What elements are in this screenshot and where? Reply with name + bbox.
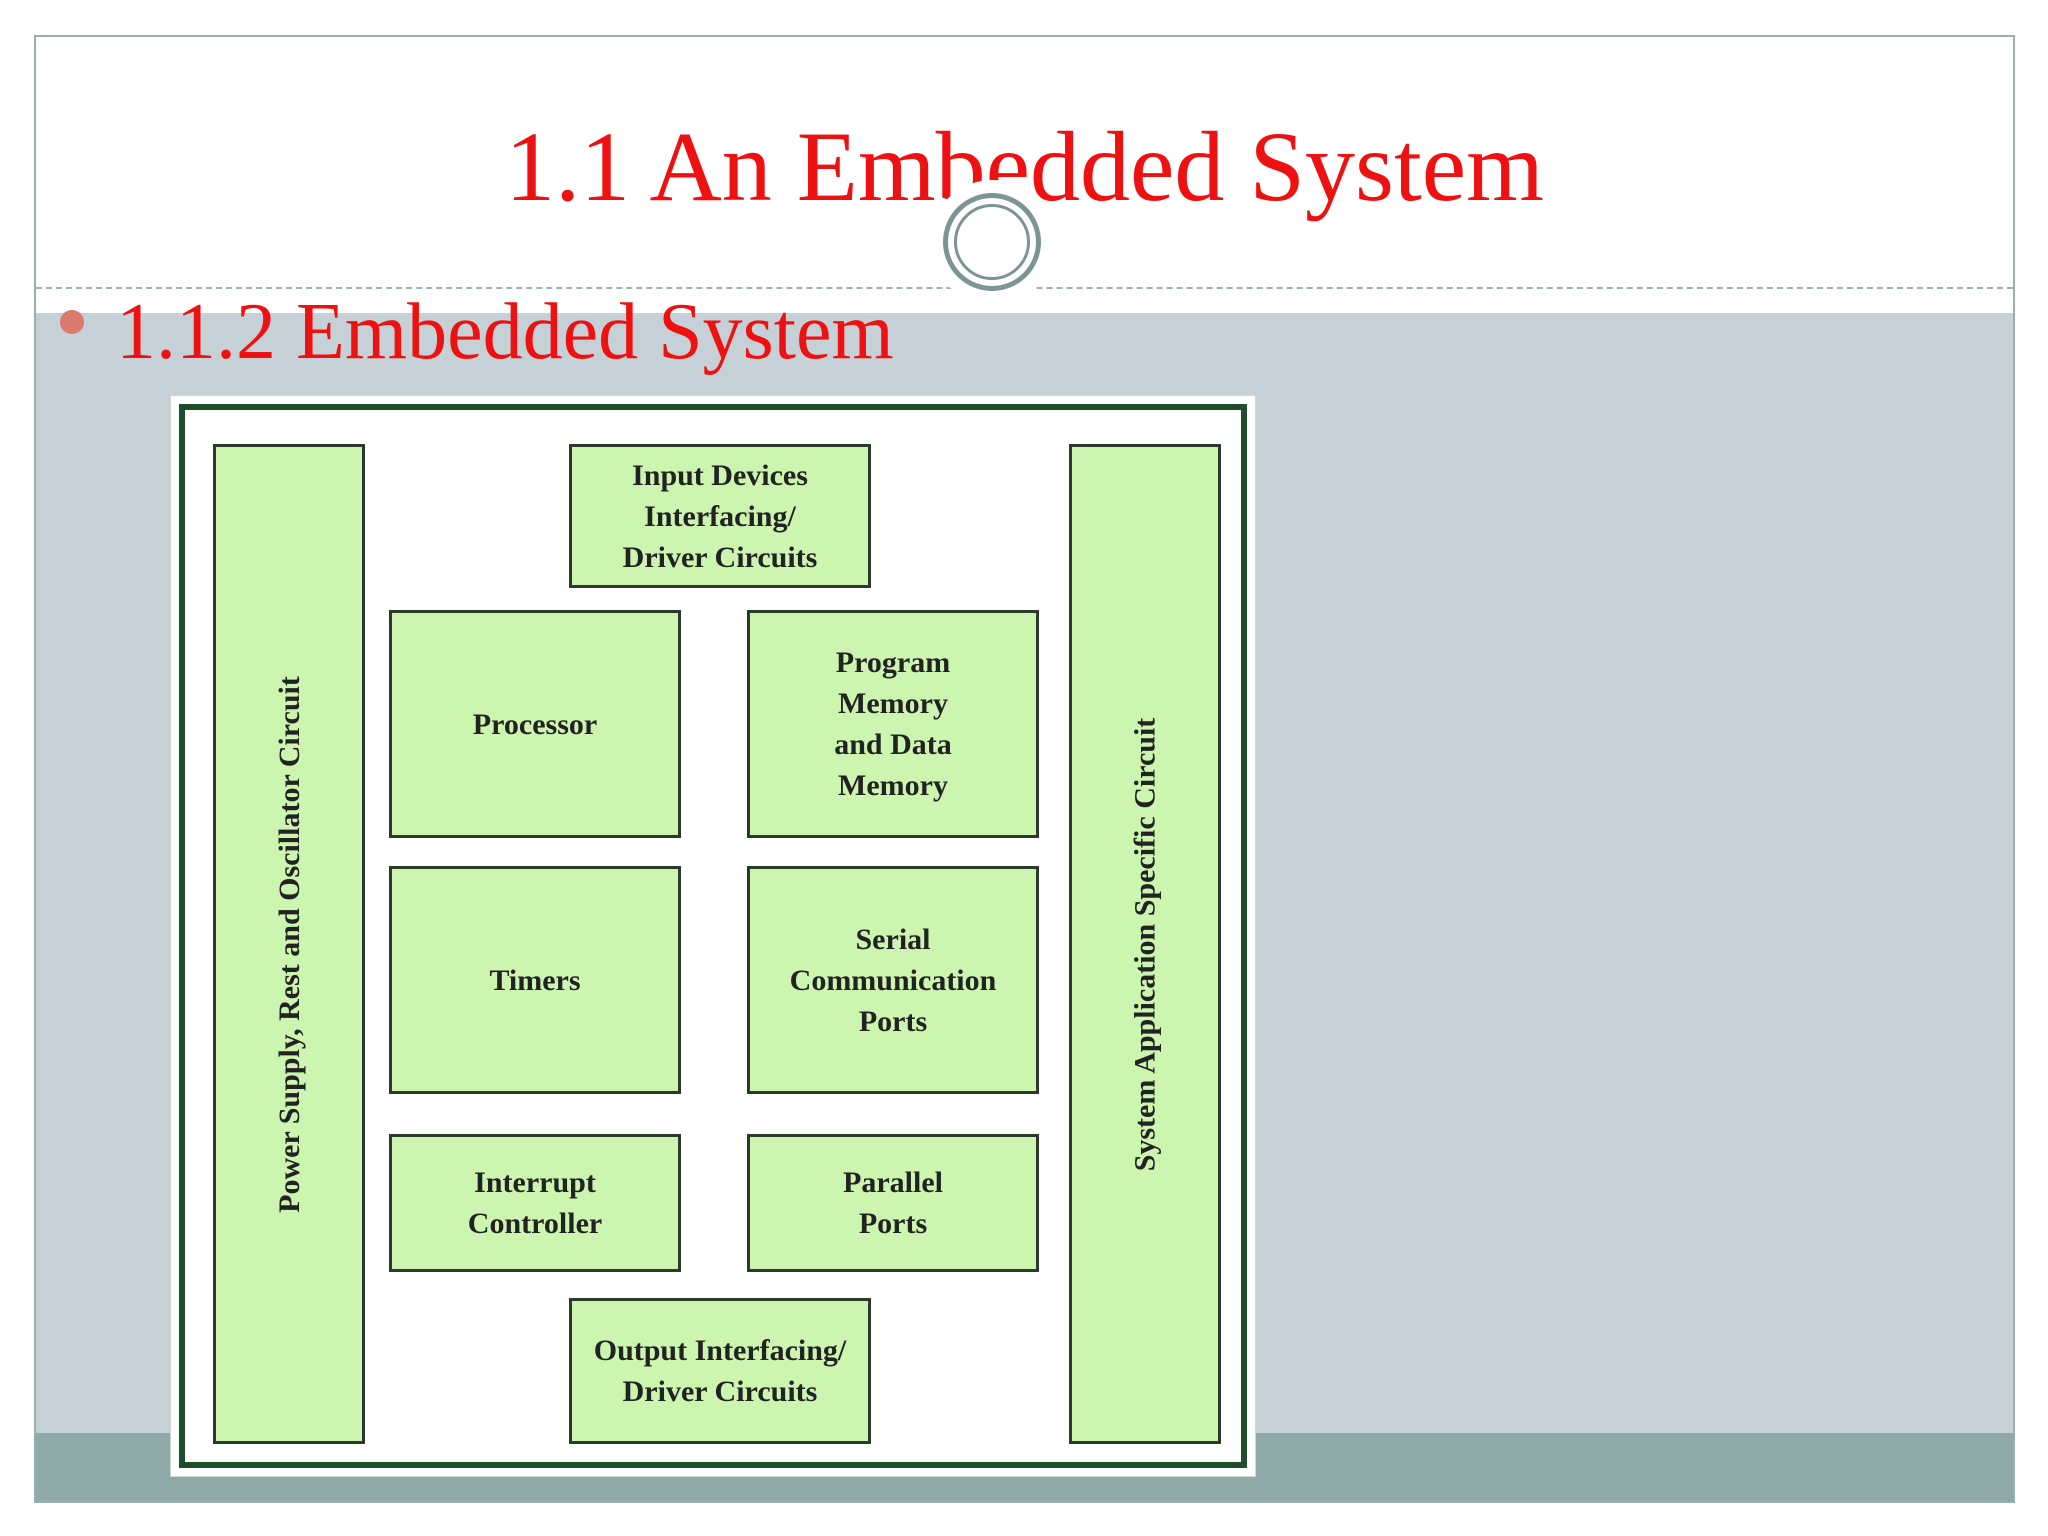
- bullet-text: 1.1.2 Embedded System: [116, 288, 894, 376]
- bullet-dot-icon: [60, 310, 84, 334]
- diagram-frame: Power Supply, Rest and Oscillator Circui…: [179, 404, 1247, 1468]
- application-circuit-label: System Application Specific Circuit: [1128, 717, 1162, 1171]
- output-interfacing-block: Output Interfacing/ Driver Circuits: [569, 1298, 871, 1444]
- embedded-system-diagram: Power Supply, Rest and Oscillator Circui…: [170, 395, 1256, 1477]
- power-supply-label: Power Supply, Rest and Oscillator Circui…: [272, 675, 306, 1213]
- circle-ornament-inner: [954, 204, 1030, 280]
- memory-block: Program Memory and Data Memory: [747, 610, 1039, 838]
- power-supply-bar: Power Supply, Rest and Oscillator Circui…: [213, 444, 365, 1444]
- interrupt-controller-block: Interrupt Controller: [389, 1134, 681, 1272]
- timers-block: Timers: [389, 866, 681, 1094]
- circle-ornament-icon: [943, 193, 1041, 291]
- application-circuit-bar: System Application Specific Circuit: [1069, 444, 1221, 1444]
- processor-block: Processor: [389, 610, 681, 838]
- parallel-ports-block: Parallel Ports: [747, 1134, 1039, 1272]
- serial-ports-block: Serial Communication Ports: [747, 866, 1039, 1094]
- input-devices-block: Input Devices Interfacing/ Driver Circui…: [569, 444, 871, 588]
